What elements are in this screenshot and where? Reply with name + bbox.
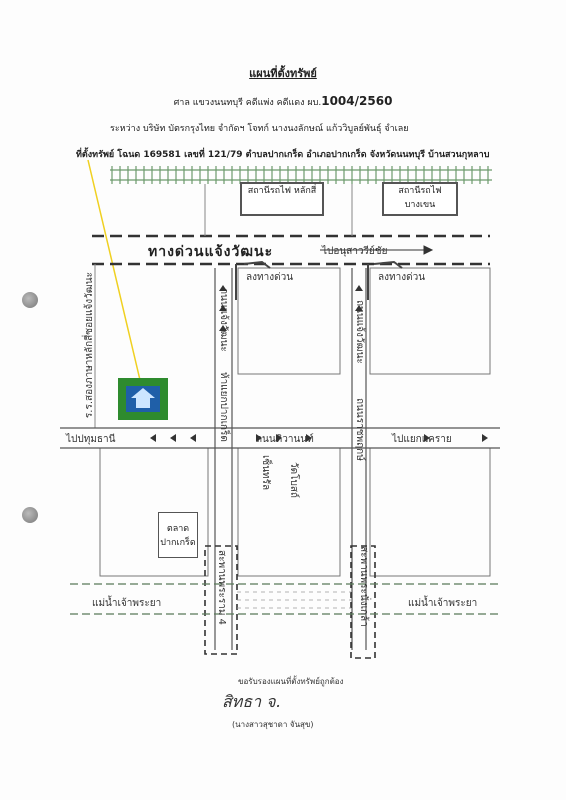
case-number: 1004/2560 — [321, 94, 393, 108]
court-prefix: ศาล แขวงนนทบุรี คดีแพ่ง คดีแดง ผบ. — [173, 98, 322, 108]
signer-name: (นางสาวสุชาดา จันสุข) — [232, 720, 314, 729]
central-label: เซ็นทรัล — [260, 455, 271, 491]
punch-hole-bottom — [22, 507, 38, 523]
expressway-lines — [92, 234, 490, 266]
to-khaerai-label: ไปแยกแคราย — [392, 434, 452, 445]
property-marker — [118, 378, 168, 420]
temple-label: วัดโบสถ์ — [288, 462, 299, 498]
exit-left-label: ลงทางด่วน — [246, 272, 294, 283]
pointer-arrow — [87, 159, 141, 381]
signature: สิทธา จ. — [222, 692, 281, 711]
exit-right-label: ลงทางด่วน — [378, 272, 426, 283]
road-chaengwattana-label: ถนนแจ้งวัฒนะ — [218, 288, 229, 352]
station-bangkhen: สถานีรถไฟ บางเขน — [382, 182, 458, 216]
property-line: ที่ตั้งทรัพย์ โฉนด 169581 เลขที่ 121/79 … — [76, 150, 490, 160]
expressway-label: ทางด่วนแจ้งวัฒนะ — [148, 244, 274, 260]
bridge-nonthaburi-label: สะพานพระนั่งเกล้า — [358, 546, 369, 627]
market-label: ตลาด ปากเกร็ด — [158, 512, 198, 558]
road-chaengwattana2-label: ถนนแจ้งวัฒนะ — [354, 300, 365, 364]
bridge-rama4-label: สะพานพระราม 4 — [216, 550, 227, 625]
parties-line: ระหว่าง บริษัท บัตรกรุงไทย จำกัดฯ โจทก์ … — [110, 124, 409, 134]
certify-text: ขอรับรองแผนที่ตั้งทรัพย์ถูกต้อง — [238, 677, 344, 686]
village-label: ร.ร.สองภาษาหลักสี่ซอยแจ้งวัฒนะ — [84, 272, 95, 419]
river-right-label: แม่น้ำเจ้าพระยา — [408, 598, 478, 609]
court-line: ศาล แขวงนนทบุรี คดีแพ่ง คดีแดง ผบ.1004/2… — [0, 94, 566, 109]
river-left-label: แม่น้ำเจ้าพระยา — [92, 598, 162, 609]
to-anusawari-label: ไปอนุสาวรีย์ชัย — [322, 246, 388, 257]
road-pakkret-label: ห้าแยกปากเกร็ด — [218, 372, 229, 442]
railway — [110, 166, 492, 184]
direction-arrows — [150, 285, 488, 442]
station-laksi: สถานีรถไฟ หลักสี่ — [240, 182, 324, 216]
punch-hole-top — [22, 292, 38, 308]
page-title: แผนที่ตั้งทรัพย์ — [249, 67, 317, 80]
road-ratchaphruek-label: ถนนราชพฤกษ์ — [354, 398, 365, 461]
to-pathum-label: ไปปทุมธานี — [66, 434, 116, 445]
road-tiwanon-label: ถนนติวานนท์ — [256, 434, 314, 445]
